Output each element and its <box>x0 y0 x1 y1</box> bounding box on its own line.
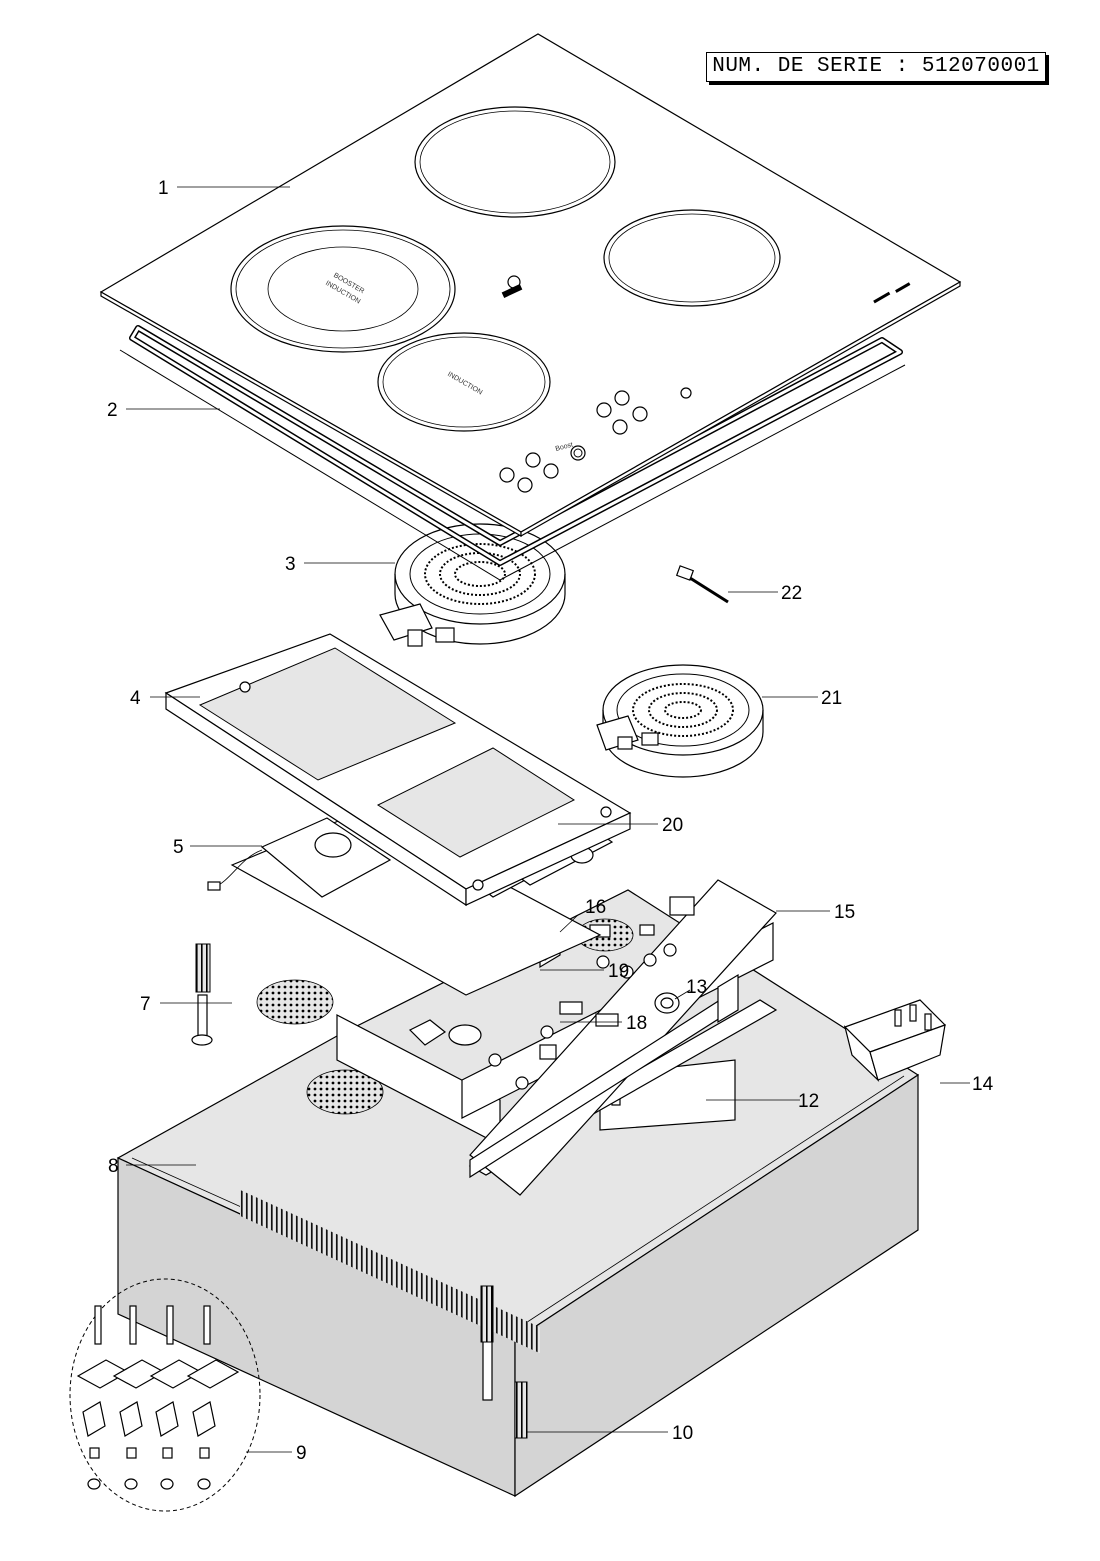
callout-12: 12 <box>798 1091 819 1112</box>
support-tray-part-4 <box>164 633 632 907</box>
serial-number-box: NUM. DE SERIE : 512070001 <box>706 52 1046 82</box>
fixing-bolts <box>87 1447 211 1490</box>
cable-tie-part-22 <box>675 565 729 604</box>
callout-18: 18 <box>626 1013 647 1034</box>
callout-15: 15 <box>834 902 855 923</box>
callout-7: 7 <box>140 994 151 1015</box>
glass-top-part-1: BOOSTER INDUCTION INDUCTION Boost <box>99 33 962 538</box>
callout-2: 2 <box>107 400 118 421</box>
touch-controls: Boost <box>499 387 692 493</box>
boost-button-icon <box>570 445 586 461</box>
callout-labels: 1 2 3 4 5 7 8 9 10 12 13 14 15 16 18 19 … <box>107 178 994 1464</box>
timer-icon <box>680 387 692 399</box>
cooking-zone-right <box>603 209 781 307</box>
cooking-zone-rear <box>414 106 616 218</box>
power-button-icon <box>499 467 515 483</box>
minus-icon <box>525 452 541 468</box>
gasket-frame-part-2 <box>119 325 906 581</box>
callout-14: 14 <box>972 1074 994 1095</box>
callout-4: 4 <box>130 688 141 709</box>
grommet-part-13 <box>654 973 739 1024</box>
control-board-part-15 <box>461 879 778 1196</box>
callout-1: 1 <box>158 178 169 199</box>
callout-13: 13 <box>686 977 707 998</box>
callout-10: 10 <box>672 1423 693 1444</box>
callout-9: 9 <box>296 1443 307 1464</box>
callout-3: 3 <box>285 554 296 575</box>
spring-part-10 <box>480 1285 528 1439</box>
cooking-zone-booster <box>230 225 456 353</box>
fixing-kit-part-9 <box>69 1278 261 1512</box>
terminal-block-part-14 <box>843 999 947 1082</box>
callout-8: 8 <box>108 1156 119 1177</box>
callout-22: 22 <box>781 583 802 604</box>
leader-lines <box>126 186 970 1453</box>
heating-element-part-21 <box>596 664 764 778</box>
plus-icon <box>543 463 559 479</box>
lock-button-icon <box>517 477 533 493</box>
vent-grill-icon <box>256 979 334 1025</box>
cooking-zone-induction <box>377 332 551 432</box>
fan-part-5 <box>207 817 392 898</box>
callout-5: 5 <box>173 837 184 858</box>
boost-label: Boost <box>555 442 574 453</box>
serial-number-text: NUM. DE SERIE : 512070001 <box>712 55 1040 78</box>
spring-part-8 <box>195 943 211 993</box>
callout-19: 19 <box>608 961 629 982</box>
fixing-clips <box>82 1401 216 1437</box>
callout-21: 21 <box>821 688 842 709</box>
fixing-plates <box>76 1359 240 1389</box>
callout-16: 16 <box>585 897 606 918</box>
fixing-screws <box>94 1305 211 1345</box>
callout-20: 20 <box>662 815 683 836</box>
vent-grill-icon <box>306 1069 384 1115</box>
